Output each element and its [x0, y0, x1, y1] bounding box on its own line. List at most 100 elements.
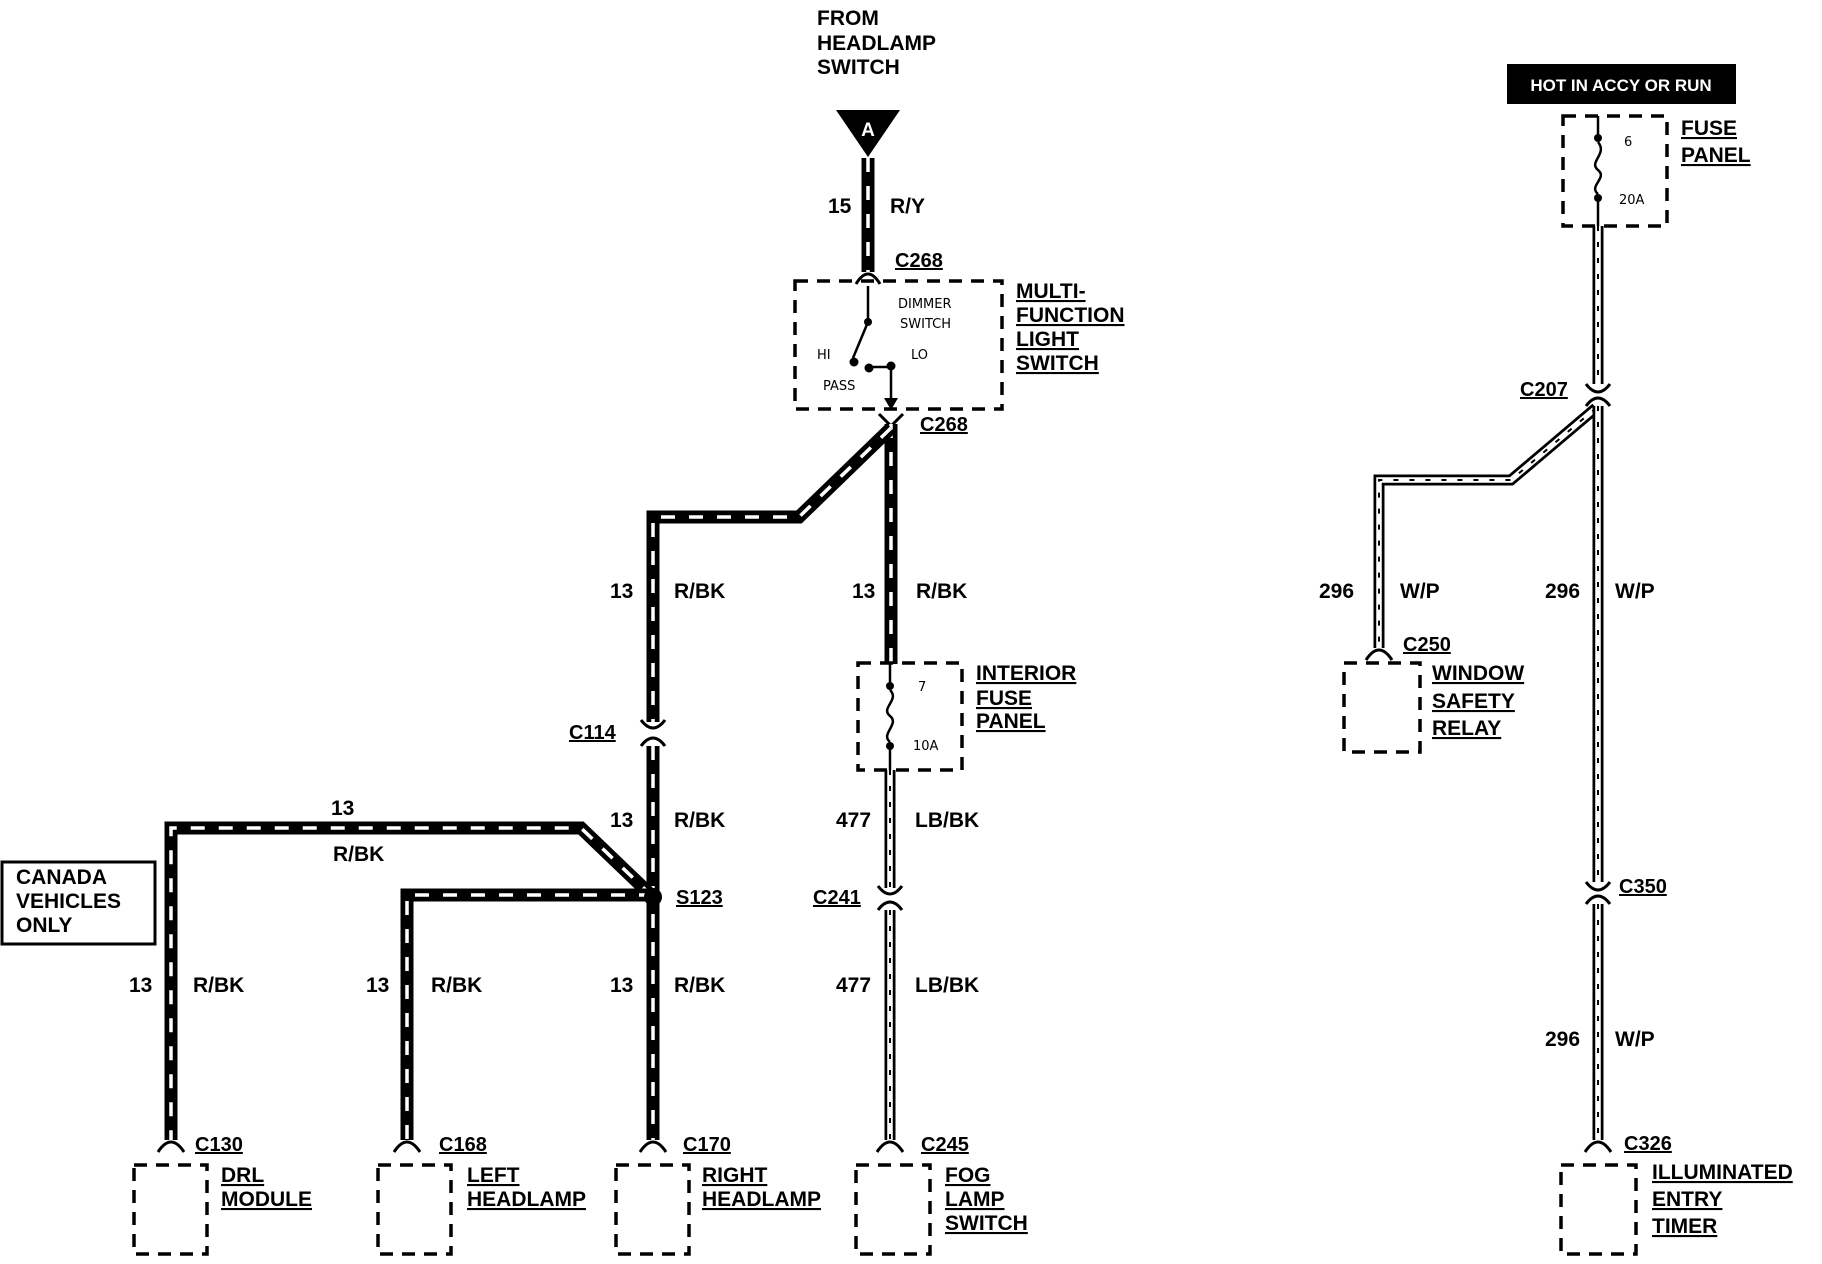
- wire-circuit-label: 13: [610, 580, 633, 603]
- wire-to-window-relay: [1373, 403, 1600, 648]
- wire-circuit-label: 13: [610, 809, 633, 832]
- fuse-rating: 20A: [1619, 193, 1645, 208]
- multifunction-switch-box: [793, 279, 1004, 411]
- wire-color-label: R/BK: [333, 843, 384, 866]
- component-label-line: SWITCH: [1016, 352, 1099, 375]
- connector-half: [1584, 881, 1612, 892]
- component-label-line: FOG: [945, 1164, 991, 1187]
- wire-color-label: R/Y: [890, 195, 925, 218]
- multifunction-switch: DIMMER SWITCH HI LO PASS: [793, 279, 1004, 411]
- switch-hi-contact: [849, 357, 859, 367]
- connector-c168-label: C168: [439, 1134, 487, 1156]
- left-headlamp-box: [376, 1163, 453, 1256]
- fuse-element-icon: [1593, 141, 1603, 195]
- wire-color-label: R/BK: [674, 580, 725, 603]
- fuse-terminal: [1594, 134, 1602, 142]
- wire-circuit-label: 13: [129, 974, 152, 997]
- interior-fuse-panel-label: INTERIOR FUSE PANEL: [976, 662, 1076, 733]
- connector-c168-symbol: [392, 1140, 422, 1153]
- fuse-rating: 10A: [913, 739, 939, 754]
- multifunction-switch-label: MULTI- FUNCTION LIGHT SWITCH: [1016, 280, 1125, 375]
- canada-note-line: VEHICLES: [16, 890, 121, 913]
- wire-circuit-label: 477: [836, 809, 871, 832]
- fuse-terminal: [886, 742, 894, 750]
- wire-color-label: R/BK: [674, 974, 725, 997]
- component-label-line: DRL: [221, 1164, 264, 1187]
- component-label-line: PANEL: [1681, 144, 1751, 167]
- wire-core: [400, 888, 653, 1140]
- wire-color-label: W/P: [1615, 1028, 1655, 1051]
- connector-c207-symbol: [1584, 383, 1612, 407]
- canada-note: CANADA VEHICLES ONLY: [0, 860, 157, 946]
- connector-c350-label: C350: [1619, 876, 1667, 898]
- wire-core: [1373, 403, 1600, 648]
- component-label-line: LAMP: [945, 1188, 1005, 1211]
- wire-circuit-label: 296: [1319, 580, 1354, 603]
- fuse-number: 6: [1624, 135, 1632, 150]
- drl-module-box: [132, 1163, 209, 1256]
- wire-color-label: LB/BK: [915, 974, 979, 997]
- right-headlamp-box: [614, 1163, 691, 1256]
- connector-c326-label: C326: [1624, 1133, 1672, 1155]
- connector-half: [1584, 383, 1612, 394]
- fuse-terminal: [886, 682, 894, 690]
- component-label-line: HEADLAMP: [467, 1188, 586, 1211]
- component-label-line: RELAY: [1432, 717, 1501, 740]
- connector-c250-label: C250: [1403, 634, 1451, 656]
- connector-c245-symbol: [875, 1140, 905, 1153]
- component-label-line: FUSE: [976, 687, 1032, 710]
- fuse-number: 7: [918, 680, 926, 695]
- splice-s123-dot: [644, 888, 662, 906]
- switch-output-arrow: [884, 398, 898, 410]
- fuse-terminal: [1594, 194, 1602, 202]
- connector-a-letter: A: [861, 120, 875, 141]
- component-label-line: ILLUMINATED: [1652, 1161, 1793, 1184]
- switch-position-hi: HI: [817, 348, 831, 363]
- wire-circuit-label: 296: [1545, 1028, 1580, 1051]
- connector-c268-out-label: C268: [920, 414, 968, 436]
- component-label-line: LEFT: [467, 1164, 520, 1187]
- dimmer-switch-label: SWITCH: [900, 317, 951, 332]
- component-label-line: SAFETY: [1432, 690, 1515, 713]
- component-label-line: HEADLAMP: [702, 1188, 821, 1211]
- illuminated-entry-timer: ILLUMINATED ENTRY TIMER: [1559, 1161, 1793, 1256]
- component-label-line: LIGHT: [1016, 328, 1079, 351]
- source-label-line: HEADLAMP: [817, 32, 936, 55]
- splice-s123-label: S123: [676, 887, 723, 909]
- component-label-line: SWITCH: [945, 1212, 1028, 1235]
- wire-circuit-label: 13: [366, 974, 389, 997]
- fuse-panel-box: [1561, 114, 1669, 228]
- fog-lamp-switch-box: [854, 1163, 932, 1256]
- source-label: FROM HEADLAMP SWITCH: [817, 7, 936, 79]
- wire-circuit-label: 477: [836, 974, 871, 997]
- connector-c250-symbol: [1364, 648, 1394, 661]
- power-status-badge: HOT IN ACCY OR RUN: [1507, 64, 1736, 104]
- left-headlamp: LEFT HEADLAMP: [376, 1163, 586, 1256]
- connector-c241-label: C241: [813, 887, 861, 909]
- connector-a: A: [836, 110, 900, 157]
- wire-to-c114: [646, 423, 896, 722]
- component-label-line: MULTI-: [1016, 280, 1086, 303]
- wire-color-label: R/BK: [916, 580, 967, 603]
- canada-note-box: [0, 860, 157, 946]
- wire-circuit-label: 13: [610, 974, 633, 997]
- connector-c130-symbol: [156, 1140, 186, 1153]
- connector-c326-symbol: [1583, 1140, 1613, 1153]
- interior-fuse-panel: 7 10A: [856, 661, 964, 772]
- wire-color-label: R/BK: [193, 974, 244, 997]
- component-label-line: TIMER: [1652, 1215, 1717, 1238]
- switch-position-pass: PASS: [823, 379, 855, 394]
- source-label-line: FROM: [817, 7, 879, 30]
- wire-to-left-headlamp: [400, 888, 653, 1140]
- fuse-panel: 6 20A: [1561, 114, 1669, 228]
- dimmer-switch-label: DIMMER: [898, 297, 952, 312]
- connector-half: [639, 736, 667, 747]
- wire-core: [164, 821, 658, 1140]
- component-label-line: WINDOW: [1432, 662, 1524, 685]
- wire-color-label: R/BK: [674, 809, 725, 832]
- component-label-line: RIGHT: [702, 1164, 768, 1187]
- wire-stripe: [651, 426, 893, 722]
- interior-fuse-panel-box: [856, 661, 964, 772]
- power-status-label: HOT IN ACCY OR RUN: [1530, 76, 1711, 95]
